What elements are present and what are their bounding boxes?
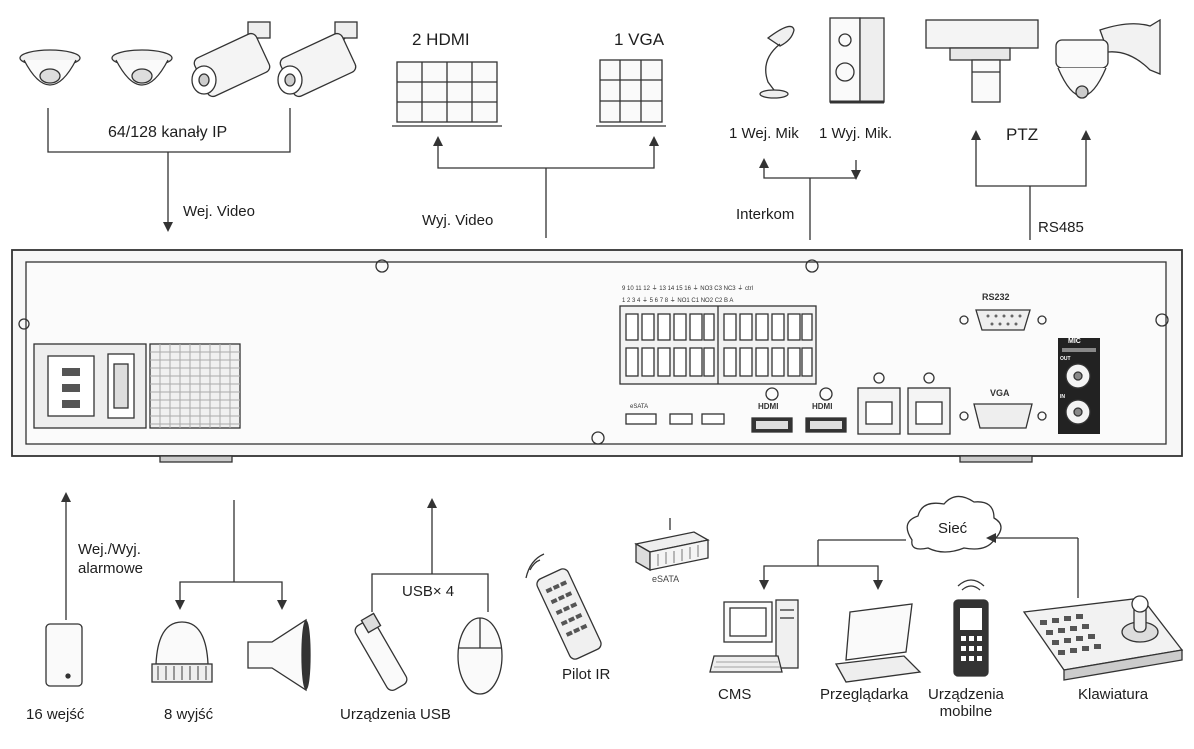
vga-monitor-icon bbox=[596, 59, 666, 127]
network-label: Sieć bbox=[938, 520, 968, 537]
laptop-icon bbox=[834, 603, 922, 683]
browser-label: Przeglądarka bbox=[820, 686, 909, 703]
usb-port-1 bbox=[669, 413, 693, 425]
lan-port-1 bbox=[857, 372, 901, 435]
dome-camera-icon-2 bbox=[111, 49, 173, 86]
ip-cameras-bracket bbox=[47, 108, 291, 232]
network-cloud-icon bbox=[906, 495, 1002, 553]
vga-port-label: VGA bbox=[990, 388, 1010, 398]
mic-port-block bbox=[1058, 338, 1100, 434]
mobile-devices-label: Urządzenia mobilne bbox=[928, 686, 1004, 720]
hdmi-port-1-label: HDMI bbox=[758, 402, 779, 411]
mic-out-port-label: OUT bbox=[1060, 356, 1071, 362]
usb-devices-label: Urządzenia USB bbox=[340, 706, 451, 723]
power-inlet bbox=[33, 343, 147, 429]
rs485-label: RS485 bbox=[1038, 219, 1084, 236]
dome-camera-icon-1 bbox=[19, 49, 81, 86]
hdmi-port-1 bbox=[751, 387, 793, 433]
outputs8-label: 8 wyjść bbox=[164, 706, 214, 723]
usb-stick-icon bbox=[354, 612, 408, 691]
speaker-icon bbox=[829, 17, 885, 104]
keyboard-label: Klawiatura bbox=[1078, 686, 1149, 703]
usb-x4-label: USB× 4 bbox=[402, 583, 455, 600]
esata-port-label: eSATA bbox=[630, 404, 649, 410]
fan-grille bbox=[149, 343, 241, 429]
video-out-lines bbox=[433, 136, 659, 238]
alarm-io-label: Wej./Wyj. alarmowe bbox=[78, 541, 144, 577]
inputs16-label: 16 wejść bbox=[26, 706, 85, 723]
mic-label: MIC bbox=[1068, 338, 1081, 345]
hdmi-port-2 bbox=[805, 387, 847, 433]
mic-in-label: 1 Wej. Mik bbox=[729, 125, 799, 142]
bullet-camera-icon-1 bbox=[191, 21, 271, 98]
rs232-label: RS232 bbox=[982, 292, 1010, 302]
ptz-dome-camera-icon bbox=[1055, 18, 1161, 99]
intercom-lines bbox=[759, 158, 861, 240]
rs232-port bbox=[959, 309, 1047, 331]
video-in-label: Wej. Video bbox=[183, 203, 255, 220]
cms-computer-icon bbox=[709, 599, 799, 673]
mic-in-port-label: IN bbox=[1060, 394, 1065, 400]
door-sensor-icon bbox=[45, 623, 83, 687]
terminal-row2-label: 1 2 3 4 ⏚ 5 6 7 8 ⏚ NO1 C1 NO2 C2 B A bbox=[622, 298, 734, 304]
usb-lines bbox=[371, 498, 489, 612]
ir-remote-label: Pilot IR bbox=[562, 666, 611, 683]
vga-count-label: 1 VGA bbox=[614, 30, 665, 49]
vga-port bbox=[959, 403, 1047, 429]
microphone-icon bbox=[759, 25, 795, 99]
hdmi-monitor-icon bbox=[392, 61, 502, 127]
usb-port-2 bbox=[701, 413, 725, 425]
mobile-phone-icon bbox=[953, 579, 989, 677]
ir-remote-icon bbox=[525, 553, 602, 660]
cms-label: CMS bbox=[718, 686, 752, 703]
alarm-output-lines bbox=[175, 500, 287, 610]
alarm-light-icon bbox=[151, 621, 213, 683]
siren-horn-icon bbox=[247, 618, 311, 692]
hdmi-count-label: 2 HDMI bbox=[412, 30, 470, 49]
bullet-camera-icon-2 bbox=[277, 21, 358, 98]
mouse-icon bbox=[457, 617, 503, 695]
esata-drive-label: eSATA bbox=[652, 574, 680, 584]
mic-out-label: 1 Wyj. Mik. bbox=[819, 125, 893, 142]
terminal-row1-label: 9 10 11 12 ⏚ 13 14 15 16 ⏚ NO3 C3 NC3 ⏚ … bbox=[622, 286, 753, 292]
ptz-label: PTZ bbox=[1006, 125, 1039, 144]
alarm-terminal-block bbox=[619, 305, 817, 385]
ptz-lines bbox=[971, 130, 1091, 240]
lan-port-2 bbox=[907, 372, 951, 435]
ptz-box-camera-icon bbox=[925, 19, 1039, 103]
hdmi-port-2-label: HDMI bbox=[812, 402, 833, 411]
esata-drive-icon bbox=[634, 518, 710, 572]
ptz-keyboard-icon bbox=[1022, 595, 1184, 681]
intercom-label: Interkom bbox=[736, 206, 795, 223]
ip-channels-label: 64/128 kanały IP bbox=[108, 124, 228, 141]
alarm-input-arrow bbox=[61, 492, 71, 620]
video-out-label: Wyj. Video bbox=[422, 212, 494, 229]
network-lines bbox=[759, 533, 1079, 598]
esata-port bbox=[625, 413, 657, 425]
